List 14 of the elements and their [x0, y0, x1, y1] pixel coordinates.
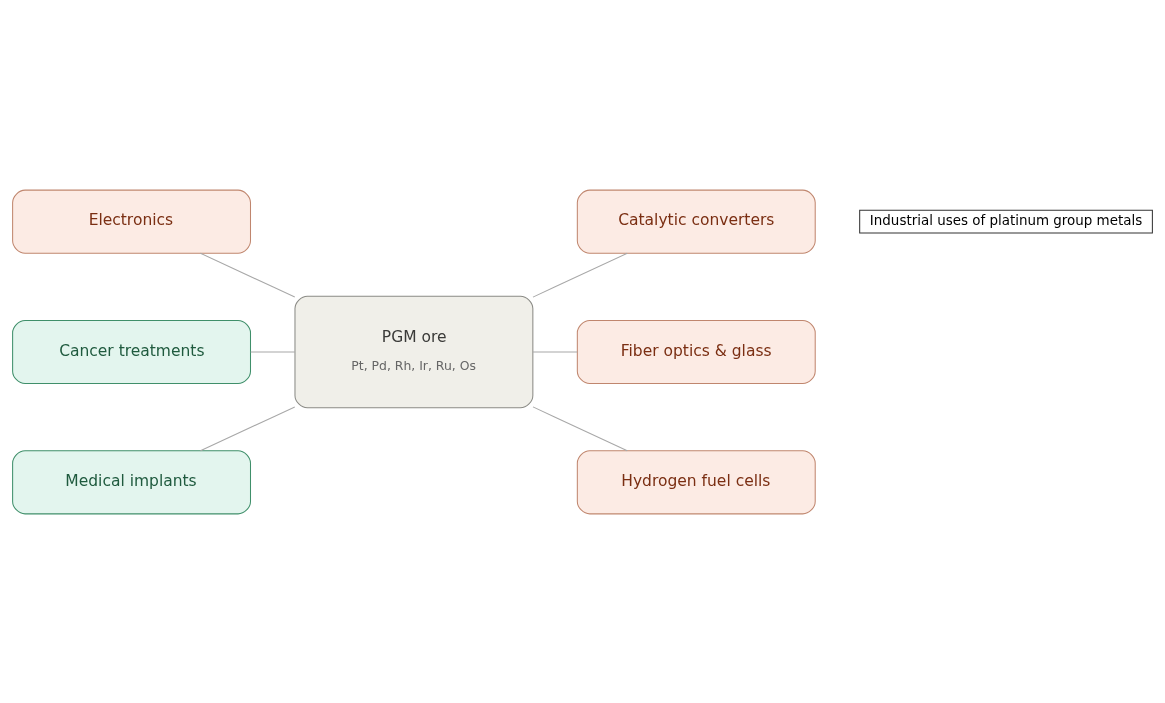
node-box: Medical implants	[12, 449, 251, 514]
node-box: PGM ore Pt, Pd, Rh, Ir, Ru, Os	[294, 295, 534, 408]
connector	[532, 252, 628, 298]
node-box: Cancer treatments	[12, 319, 251, 384]
connector	[532, 351, 578, 352]
label: Industrial uses of platinum group metals	[869, 212, 1143, 228]
node-box: Fiber optics & glass	[576, 319, 816, 384]
connector	[199, 252, 296, 298]
node-box: Catalytic converters	[576, 189, 816, 254]
node-box: Hydrogen fuel cells	[576, 449, 816, 514]
connector	[532, 405, 628, 451]
connector	[199, 405, 296, 451]
node-box: Electronics	[12, 189, 251, 254]
connector	[250, 351, 296, 352]
